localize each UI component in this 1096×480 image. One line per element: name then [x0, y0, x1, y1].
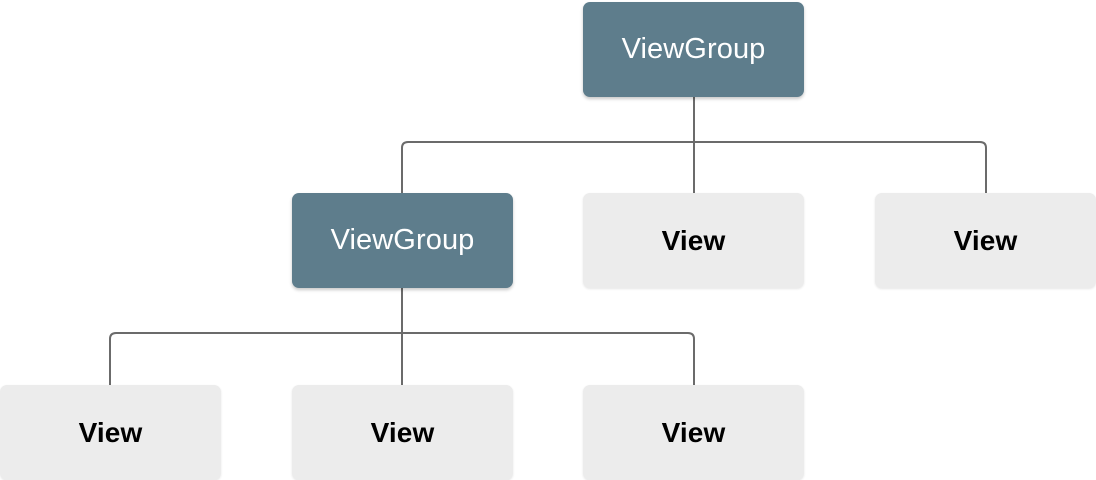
- node-label: ViewGroup: [621, 33, 766, 65]
- node-view-d[interactable]: View: [292, 385, 513, 480]
- node-label: View: [370, 416, 435, 448]
- node-label: ViewGroup: [330, 224, 475, 256]
- node-viewgroup-child[interactable]: ViewGroup: [292, 193, 513, 288]
- node-view-e[interactable]: View: [583, 385, 804, 480]
- node-label: View: [78, 416, 143, 448]
- node-label: View: [661, 416, 726, 448]
- edge-vg2-to-view-c: [109, 332, 695, 385]
- node-viewgroup-root[interactable]: ViewGroup: [583, 2, 804, 97]
- node-view-c[interactable]: View: [0, 385, 221, 480]
- node-label: View: [661, 224, 726, 256]
- node-view-b[interactable]: View: [875, 193, 1096, 288]
- node-view-a[interactable]: View: [583, 193, 804, 288]
- edge-root-to-vg2: [401, 141, 987, 193]
- node-label: View: [953, 224, 1018, 256]
